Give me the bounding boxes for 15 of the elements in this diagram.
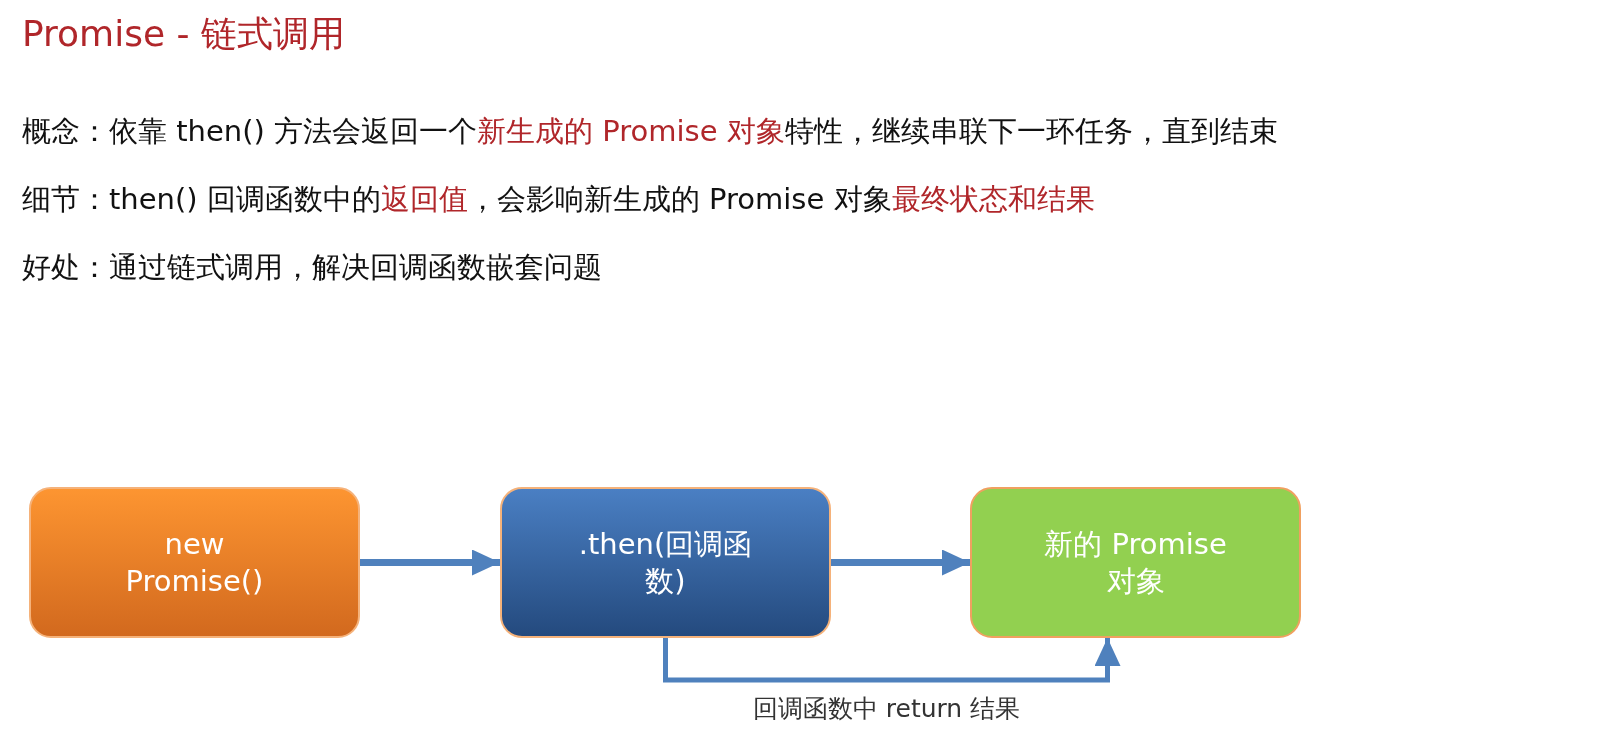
process-box: new Promise() xyxy=(29,487,360,638)
text-line: ，会影响新生成的 Promise 对象 xyxy=(467,182,892,216)
text-line: 特性，继续串联下一环任务，直到结束 xyxy=(784,114,1278,148)
highlighted-text: 返回值 xyxy=(380,182,468,216)
title: Promise - 链式调用 xyxy=(22,12,345,56)
arrow xyxy=(831,549,970,576)
text-line: 概念：依靠 then() 方法会返回一个 xyxy=(22,114,478,148)
arrow xyxy=(663,638,1121,683)
text-line: 好处：通过链式调用，解决回调函数嵌套问题 xyxy=(22,250,602,284)
highlighted-text: 新生成的 Promise 对象 xyxy=(477,114,785,148)
text-line: 细节：then() 回调函数中的 xyxy=(22,182,381,216)
result-box: 新的 Promise对象 xyxy=(970,487,1301,638)
arrow xyxy=(360,549,500,576)
process-box: .then(回调函数) xyxy=(500,487,831,638)
highlighted-text: 最终状态和结果 xyxy=(891,182,1095,216)
